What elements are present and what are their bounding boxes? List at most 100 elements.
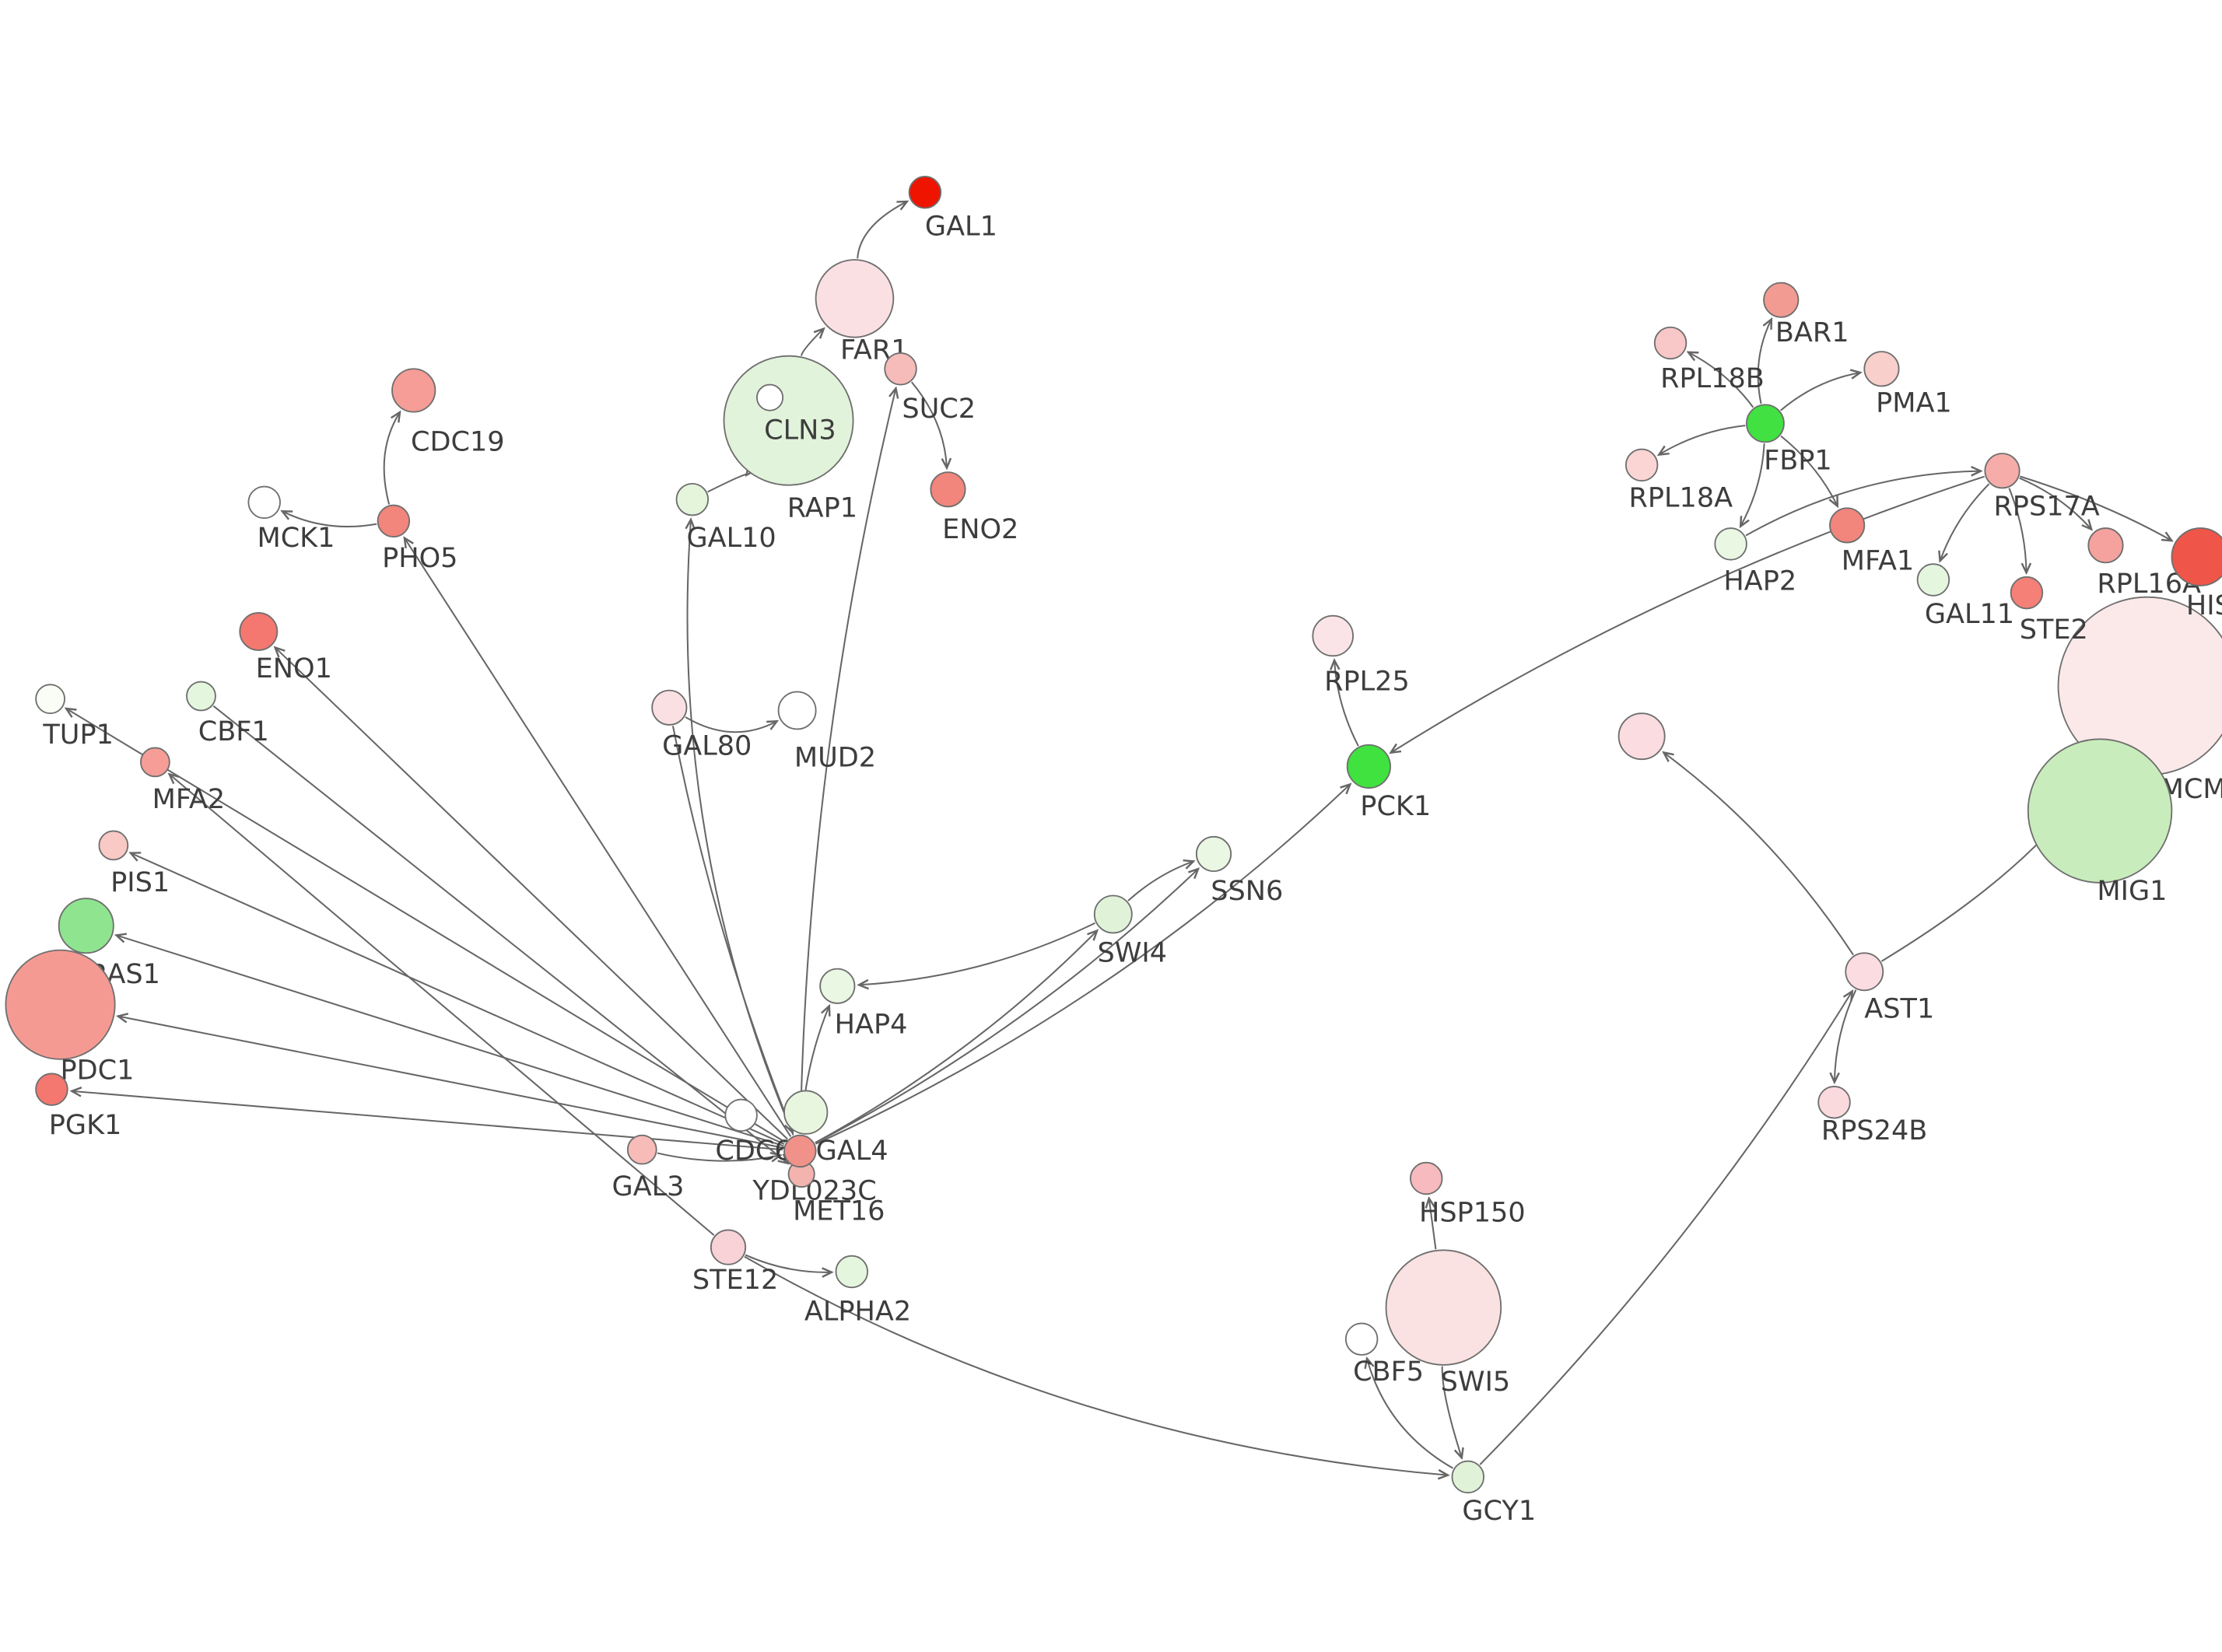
edge-STE12-ALPHA2[interactable] — [745, 1254, 832, 1272]
node-group-CBF5: CBF5 — [1344, 1322, 1424, 1388]
node-SWI5[interactable] — [1385, 1249, 1502, 1366]
edge-HAP2-RPS17A[interactable] — [1745, 471, 1981, 537]
node-SUC2[interactable] — [884, 352, 917, 386]
edge-PHO5-CDC19[interactable] — [383, 412, 400, 505]
edge-GAL4-SSN6[interactable] — [815, 869, 1198, 1144]
node-RAS1[interactable] — [58, 898, 114, 954]
edge-GAL80-MUD2[interactable] — [685, 716, 777, 733]
edge-GAL4-SUC2[interactable] — [799, 388, 896, 1134]
node-MCK1[interactable] — [247, 485, 281, 520]
edge-CLN3-FAR1[interactable] — [800, 329, 824, 356]
edge-FBP1-BAR1[interactable] — [1757, 319, 1772, 404]
node-BAR1[interactable] — [1763, 282, 1800, 318]
node-MIG1[interactable] — [2027, 738, 2173, 884]
node-group-SSN6: SSN6 — [1195, 835, 1283, 907]
edge-PCK1-RPL25[interactable] — [1334, 660, 1359, 747]
node-GAL1[interactable] — [908, 176, 942, 209]
node-PCK1[interactable] — [1346, 744, 1391, 789]
node-ALPHA2[interactable] — [835, 1255, 868, 1289]
edge-RPS17A-STE2[interactable] — [2008, 488, 2026, 573]
edge-SWI4-SSN6[interactable] — [1127, 861, 1193, 901]
edge-GCY1-AST1[interactable] — [1479, 991, 1852, 1465]
node-STE12[interactable] — [710, 1229, 747, 1265]
node-PHO5[interactable] — [377, 504, 411, 538]
node-ENO2[interactable] — [930, 471, 966, 508]
edge-FBP1-MFA1[interactable] — [1780, 435, 1838, 506]
node-NODE1[interactable] — [1617, 712, 1666, 761]
node-FBP1[interactable] — [1746, 404, 1785, 443]
node-RPL18A[interactable] — [1624, 448, 1659, 482]
edge-GAL3-GAL4[interactable] — [657, 1153, 780, 1161]
node-CBF1[interactable] — [186, 681, 216, 712]
edge-FBP1-RPL18B[interactable] — [1688, 352, 1754, 408]
node-GCY1[interactable] — [1451, 1460, 1485, 1494]
node-HAP4[interactable] — [819, 968, 856, 1004]
edge-FBP1-RPL18A[interactable] — [1659, 425, 1746, 454]
edge-GAL4-PIS1[interactable] — [131, 853, 785, 1145]
edge-SWI5-HSP150[interactable] — [1429, 1199, 1437, 1250]
node-HIS4[interactable] — [2171, 527, 2222, 586]
edge-GCY1-CBF5[interactable] — [1367, 1359, 1454, 1469]
node-MFA1[interactable] — [1829, 507, 1866, 544]
edge-STE12-MFA2[interactable] — [170, 774, 715, 1236]
edge-GAL4-PGK1[interactable] — [72, 1091, 783, 1151]
edge-RPS17A-GAL11[interactable] — [1940, 483, 1990, 561]
edge-RPS17A-HIS4[interactable] — [2020, 475, 2171, 541]
edge-GAL4-PHO5[interactable] — [405, 538, 792, 1137]
edge-STE12-GCY1[interactable] — [744, 1255, 1448, 1475]
node-TUP1[interactable] — [35, 684, 65, 715]
node-STE2[interactable] — [2010, 576, 2044, 610]
node-CDC6[interactable] — [724, 1098, 758, 1132]
edge-GAL4-ENO1[interactable] — [275, 647, 788, 1140]
node-group-MFA1: MFA1 — [1829, 507, 1914, 577]
edge-GAL4-GAL10[interactable] — [688, 520, 794, 1136]
node-SSN6[interactable] — [1195, 835, 1232, 873]
node-GAL11[interactable] — [1916, 563, 1950, 597]
edge-FBP1-HAP2[interactable] — [1740, 443, 1765, 526]
node-RPS24B[interactable] — [1817, 1086, 1851, 1119]
edge-RPS17A-RPL16A[interactable] — [2019, 477, 2091, 530]
node-RPL25[interactable] — [1312, 614, 1354, 657]
node-ENO1[interactable] — [239, 612, 279, 651]
edge-GAL4-PCK1[interactable] — [815, 784, 1350, 1145]
node-RPS17A[interactable] — [1984, 453, 2020, 489]
node-MUD2[interactable] — [777, 691, 817, 730]
node-PMA1[interactable] — [1863, 351, 1900, 387]
node-HAP2[interactable] — [1714, 527, 1747, 561]
node-CDC19[interactable] — [391, 368, 436, 413]
node-RPL18B[interactable] — [1653, 326, 1688, 360]
node-AST1[interactable] — [1845, 952, 1884, 992]
node-GAL10[interactable] — [675, 482, 710, 516]
edge-PHO5-MCK1[interactable] — [282, 511, 377, 528]
node-PDC1[interactable] — [5, 949, 116, 1060]
node-MFA2[interactable] — [140, 747, 170, 778]
edge-GAL4-PDC1[interactable] — [118, 1017, 783, 1149]
node-RPL16A[interactable] — [2087, 527, 2124, 564]
edge-GAL80-GAL4[interactable] — [671, 726, 793, 1132]
edge-GAL4-RAS1[interactable] — [117, 935, 784, 1147]
node-SWI4[interactable] — [1093, 894, 1133, 934]
node-RAP1[interactable] — [756, 383, 784, 411]
edge-SWI4-HAP4[interactable] — [859, 922, 1095, 985]
node-PIS1[interactable] — [98, 830, 129, 861]
edge-RPS17A-PCK1[interactable] — [1391, 475, 1985, 753]
edge-AST1-NODE1[interactable] — [1663, 753, 1854, 956]
node-GAL4[interactable] — [783, 1134, 817, 1168]
node-CLN3[interactable] — [723, 355, 854, 486]
edge-GAL10-CLN3[interactable] — [707, 474, 747, 493]
node-GAL3[interactable] — [626, 1134, 657, 1165]
node-YDL023C[interactable] — [783, 1090, 829, 1135]
node-PGK1[interactable] — [35, 1073, 68, 1106]
edge-CBF1-MET16[interactable] — [212, 705, 787, 1164]
edge-SWI5-GCY1[interactable] — [1441, 1366, 1462, 1458]
node-CBF5[interactable] — [1344, 1322, 1379, 1356]
edge-GAL4-TUP1[interactable] — [66, 709, 786, 1143]
edge-SUC2-ENO2[interactable] — [910, 381, 947, 467]
node-HSP150[interactable] — [1410, 1161, 1443, 1195]
node-FAR1[interactable] — [815, 259, 895, 338]
edge-FAR1-GAL1[interactable] — [857, 201, 907, 259]
edge-FBP1-PMA1[interactable] — [1780, 373, 1860, 411]
node-GAL80[interactable] — [651, 689, 688, 726]
edge-GAL4-SWI4[interactable] — [815, 931, 1097, 1144]
